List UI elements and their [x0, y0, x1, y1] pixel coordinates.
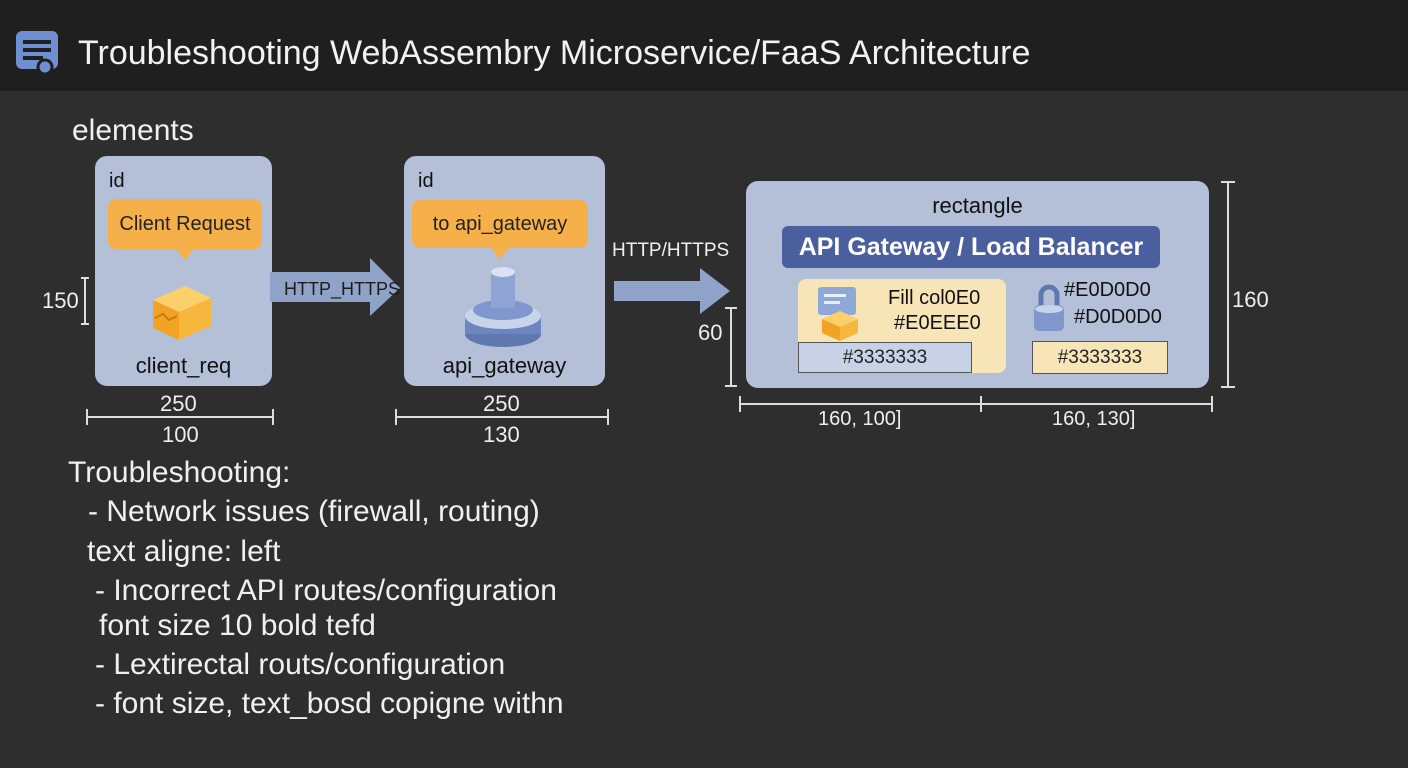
notes-line: - Lextirectal routs/configuration	[95, 648, 506, 681]
arrow-right-icon	[270, 258, 400, 316]
package-document-icon	[818, 287, 858, 341]
client-request-bubble: Client Request	[108, 199, 262, 260]
left-swatch: #3333333	[798, 342, 972, 373]
notes-line: - font size, text_bosd copigne withn	[95, 687, 564, 720]
side-dimension-line	[725, 307, 737, 387]
left-module: Fill col0E0 #E0EEE0 #3333333	[798, 279, 1006, 373]
page-title: Troubleshooting WebAssembry Microservice…	[78, 34, 1031, 72]
document-icon	[16, 31, 58, 76]
panel-title-bar: API Gateway / Load Balancer	[782, 226, 1160, 268]
api-gateway-load-balancer-panel[interactable]: rectangle API Gateway / Load Balancer Fi…	[746, 181, 1209, 388]
header-bar: Troubleshooting WebAssembry Microservice…	[0, 0, 1408, 91]
side-height-label: 60	[698, 320, 723, 345]
notes-line: text aligne: left	[87, 535, 281, 568]
notes-line: - Network issues (firewall, routing)	[88, 495, 540, 528]
arrow1-label: HTTP_HTTPS	[284, 279, 401, 299]
gateway-dim-top: 250	[483, 391, 520, 416]
client-width-dimension	[86, 409, 274, 425]
right-color-1: #E0D0D0	[1064, 279, 1151, 301]
client-request-card[interactable]: id Client Request client_req	[95, 156, 272, 386]
left-color-label: #E0EEE0	[894, 312, 981, 334]
gateway-width-dimension	[395, 409, 609, 425]
client-height-label: 150	[42, 288, 79, 313]
gateway-bubble: to api_gateway	[412, 200, 588, 259]
notes-line: - Incorrect API routes/configuration	[95, 574, 557, 607]
package-icon	[153, 286, 211, 340]
client-dim-top: 250	[160, 391, 197, 416]
gateway-dim-bottom: 130	[483, 422, 520, 447]
card-id-label: id	[109, 170, 125, 192]
panel-type-label: rectangle	[932, 193, 1023, 218]
panel-width-dimension	[739, 396, 1213, 412]
api-gateway-label: api_gateway	[442, 353, 567, 378]
database-icon	[465, 267, 541, 347]
card-id-label: id	[418, 170, 434, 192]
panel-height-dimension	[1221, 181, 1235, 388]
api-gateway-card[interactable]: id to api_gateway api_gateway	[404, 156, 605, 386]
section-label: elements	[72, 114, 194, 147]
panel-height-label: 160	[1232, 287, 1269, 312]
panel-dim-right: 160, 130]	[1052, 408, 1136, 430]
arrow2-label: HTTP/HTTPS	[612, 240, 730, 261]
client-dim-bottom: 100	[162, 422, 199, 447]
height-dimension-line	[81, 277, 89, 325]
right-color-2: #D0D0D0	[1074, 306, 1162, 328]
notes-line: font size 10 bold tefd	[99, 609, 376, 642]
client-req-label: client_req	[135, 353, 232, 378]
panel-dim-left: 160, 100]	[818, 408, 902, 430]
notes-heading: Troubleshooting:	[68, 456, 291, 489]
fill-color-label: Fill col0E0	[888, 287, 981, 309]
lock-icon	[1034, 284, 1064, 331]
arrow-right-icon	[614, 268, 730, 314]
right-swatch: #3333333	[1032, 341, 1168, 374]
